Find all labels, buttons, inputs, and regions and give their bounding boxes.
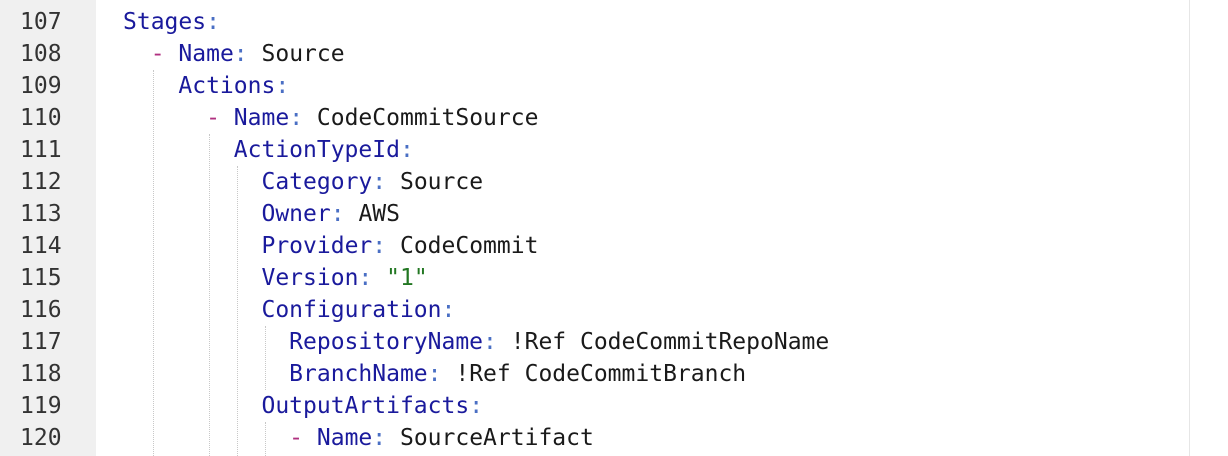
code-indent [123, 201, 261, 227]
line-number: 117 [20, 329, 62, 355]
code-line[interactable]: BranchName: !Ref CodeCommitBranch [123, 358, 1228, 390]
yaml-key: Name [233, 105, 290, 131]
yaml-key: Version [261, 265, 359, 291]
yaml-key: ActionTypeId [233, 137, 400, 163]
line-number: 119 [20, 393, 62, 419]
yaml-colon: : [483, 329, 497, 355]
yaml-colon: : [372, 425, 387, 451]
indent-guide [153, 70, 154, 456]
yaml-value: !Ref CodeCommitRepoName [496, 329, 830, 355]
code-indent [123, 233, 261, 259]
yaml-value: !Ref CodeCommitBranch [441, 361, 747, 387]
yaml-colon: : [427, 361, 442, 387]
line-number-gutter: 107 108 109 110 111 112 113 114 115 116 117 118 119 1… [0, 0, 96, 456]
code-indent [123, 297, 261, 323]
yaml-value: CodeCommit [386, 233, 539, 259]
yaml-colon: : [399, 137, 414, 163]
line-number: 109 [20, 73, 62, 99]
indent-guide [265, 326, 266, 390]
code-indent [123, 425, 289, 451]
code-line[interactable]: ActionTypeId: [123, 134, 1228, 166]
yaml-colon: : [330, 201, 345, 227]
code-line[interactable]: Owner: AWS [123, 198, 1228, 230]
code-indent [123, 169, 261, 195]
code-indent [123, 265, 261, 291]
code-line[interactable]: Stages: [123, 6, 1228, 38]
yaml-colon: : [233, 41, 248, 67]
line-number: 113 [20, 201, 62, 227]
line-number: 114 [20, 233, 62, 259]
yaml-key: Name [316, 425, 373, 451]
code-indent [123, 41, 151, 67]
yaml-key: Actions [178, 73, 276, 99]
code-indent [123, 329, 289, 355]
line-number: 112 [20, 169, 62, 195]
yaml-colon: : [469, 393, 484, 419]
yaml-colon: : [372, 169, 387, 195]
indent-guide [265, 422, 266, 456]
code-line[interactable]: Actions: [123, 70, 1228, 102]
yaml-value: CodeCommitSource [303, 105, 539, 131]
code-indent [123, 73, 178, 99]
code-indent [123, 105, 206, 131]
yaml-value [372, 265, 386, 291]
indent-guide [209, 134, 210, 456]
yaml-key: Stages [123, 9, 207, 35]
code-line[interactable]: Configuration: [123, 294, 1228, 326]
line-number: 116 [20, 297, 62, 323]
code-indent [123, 361, 289, 387]
yaml-colon: : [275, 73, 290, 99]
code-line[interactable]: RepositoryName: !Ref CodeCommitRepoName [123, 326, 1228, 358]
yaml-key: RepositoryName [289, 329, 484, 355]
code-line[interactable]: - Name: SourceArtifact [123, 422, 1228, 454]
yaml-value: Source [247, 41, 345, 67]
line-number: 111 [20, 137, 62, 163]
code-line[interactable]: Version: "1" [123, 262, 1228, 294]
yaml-key: Configuration [261, 297, 442, 323]
code-line[interactable]: - Name: Source [123, 38, 1228, 70]
yaml-colon: : [441, 297, 456, 323]
yaml-key: Provider [261, 233, 373, 259]
line-number: 107 [20, 9, 62, 35]
line-number: 108 [20, 41, 62, 67]
yaml-key: Owner [261, 201, 331, 227]
yaml-key: OutputArtifacts [261, 393, 470, 419]
yaml-value: SourceArtifact [386, 425, 594, 451]
yaml-key: Name [178, 41, 234, 67]
editor-right-edge [1189, 0, 1190, 456]
indent-guide [237, 166, 238, 456]
code-indent [123, 137, 234, 163]
list-dash: - [206, 105, 234, 131]
line-number: 120 [20, 425, 62, 451]
line-number: 115 [20, 265, 62, 291]
yaml-key: Category [261, 169, 373, 195]
yaml-colon: : [358, 265, 373, 291]
code-area[interactable]: Stages: - Name: Source Actions: - Name: … [96, 0, 1228, 456]
code-line[interactable]: - Name: CodeCommitSource [123, 102, 1228, 134]
yaml-colon: : [372, 233, 387, 259]
code-line[interactable]: Provider: CodeCommit [123, 230, 1228, 262]
line-number: 118 [20, 361, 62, 387]
yaml-value: AWS [344, 201, 400, 227]
code-line[interactable]: Category: Source [123, 166, 1228, 198]
yaml-string: "1" [386, 265, 428, 291]
line-number: 110 [20, 105, 62, 131]
list-dash: - [289, 425, 317, 451]
yaml-colon: : [289, 105, 304, 131]
code-line[interactable]: OutputArtifacts: [123, 390, 1228, 422]
yaml-key: BranchName [289, 361, 428, 387]
code-indent [123, 393, 261, 419]
yaml-value: Source [386, 169, 484, 195]
list-dash: - [150, 41, 179, 67]
yaml-colon: : [206, 9, 220, 35]
